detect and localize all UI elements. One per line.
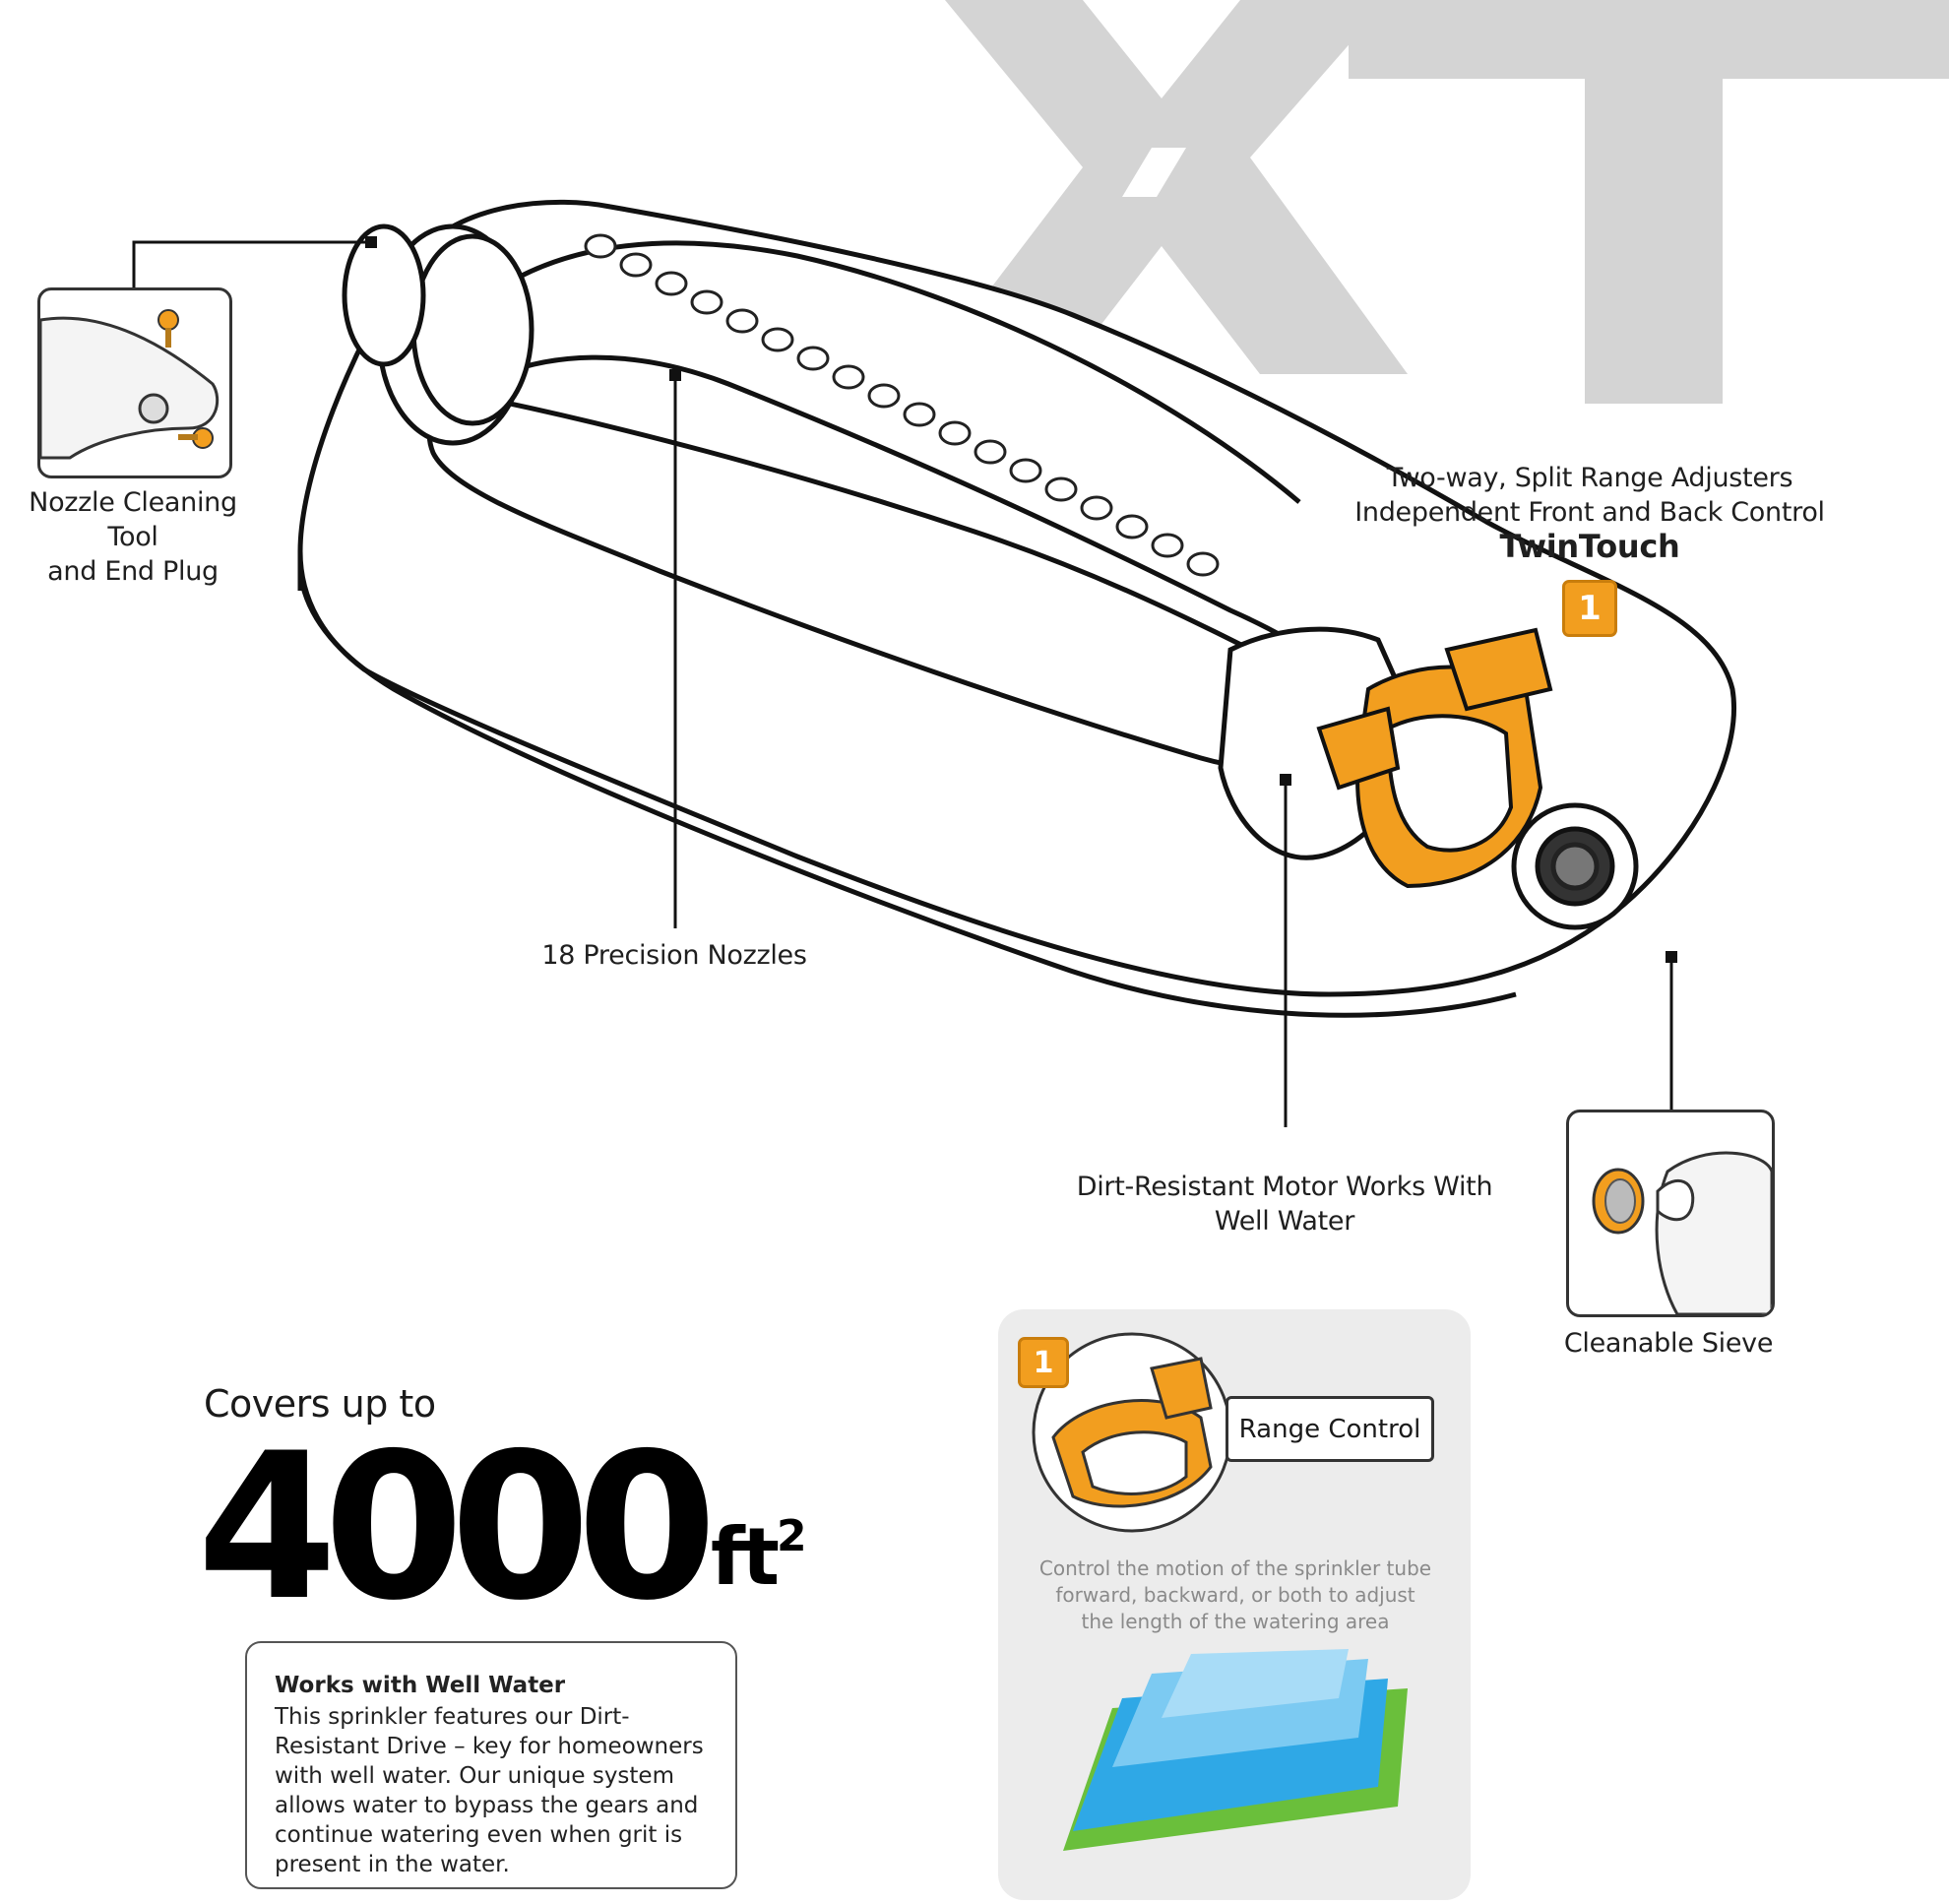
- range-control-illustration: [1032, 1332, 1232, 1533]
- nozzle-tool-label-2: and End Plug: [47, 556, 219, 587]
- coverage-value: 4000: [197, 1411, 718, 1645]
- range-control-badge: 1: [1018, 1337, 1069, 1388]
- adjusters-label-2: Independent Front and Back Control: [1354, 497, 1825, 528]
- well-water-title: Works with Well Water: [275, 1673, 566, 1698]
- motor-label-2: Well Water: [1214, 1206, 1355, 1237]
- coverage-prefix: Covers up to: [204, 1382, 436, 1426]
- twintouch-brand: TwinTouch: [1499, 528, 1680, 565]
- motor-label-1: Dirt-Resistant Motor Works With: [1076, 1172, 1493, 1202]
- coverage-unit-exponent: 2: [777, 1511, 807, 1562]
- nozzle-tool-label-1: Nozzle Cleaning Tool: [29, 487, 237, 552]
- adjusters-caption: Two-way, Split Range Adjusters Independe…: [1339, 461, 1841, 564]
- nozzle-tool-caption: Nozzle Cleaning Tool and End Plug: [0, 485, 266, 589]
- adjusters-number-badge: 1: [1562, 580, 1617, 637]
- well-water-body: This sprinkler features our Dirt-Resista…: [275, 1704, 704, 1877]
- sprinkler-illustration: [297, 199, 1736, 1018]
- motor-caption: Dirt-Resistant Motor Works With Well Wat…: [1073, 1170, 1496, 1238]
- coverage-unit-text: ft: [711, 1511, 780, 1603]
- range-control-description: Control the motion of the sprinkler tube…: [1038, 1556, 1432, 1633]
- well-water-box: Works with Well Water This sprinkler fea…: [245, 1641, 737, 1889]
- range-control-label: Range Control: [1226, 1396, 1434, 1462]
- coverage-unit: ft2: [711, 1511, 807, 1603]
- sieve-inset: [1566, 1110, 1775, 1317]
- precision-nozzles-label: 18 Precision Nozzles: [541, 940, 807, 971]
- nozzle-tool-inset: [37, 287, 232, 478]
- watering-area-graphic: [1063, 1649, 1408, 1851]
- xt-watermark-logo: [935, 0, 1949, 404]
- sieve-label: Cleanable Sieve: [1563, 1328, 1774, 1359]
- adjusters-label-1: Two-way, Split Range Adjusters: [1386, 463, 1793, 493]
